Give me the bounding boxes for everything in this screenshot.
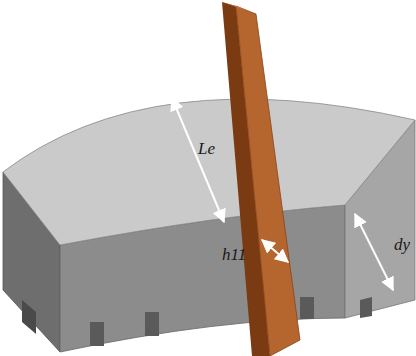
slot [90, 322, 104, 346]
dimension-label: Le [198, 140, 215, 159]
slot [22, 300, 36, 334]
core-outer-face [3, 99, 415, 245]
slot [360, 297, 372, 318]
dimension-label: h11 [222, 246, 246, 265]
dimension-label: dy [394, 236, 410, 255]
dimension-arrow [355, 214, 393, 290]
dimension-arrow [172, 98, 224, 222]
slot [145, 312, 159, 336]
copper-bar-top [222, 2, 256, 14]
copper-bar-face [236, 6, 300, 356]
slot [300, 297, 314, 319]
dimension-arrow [262, 240, 288, 262]
